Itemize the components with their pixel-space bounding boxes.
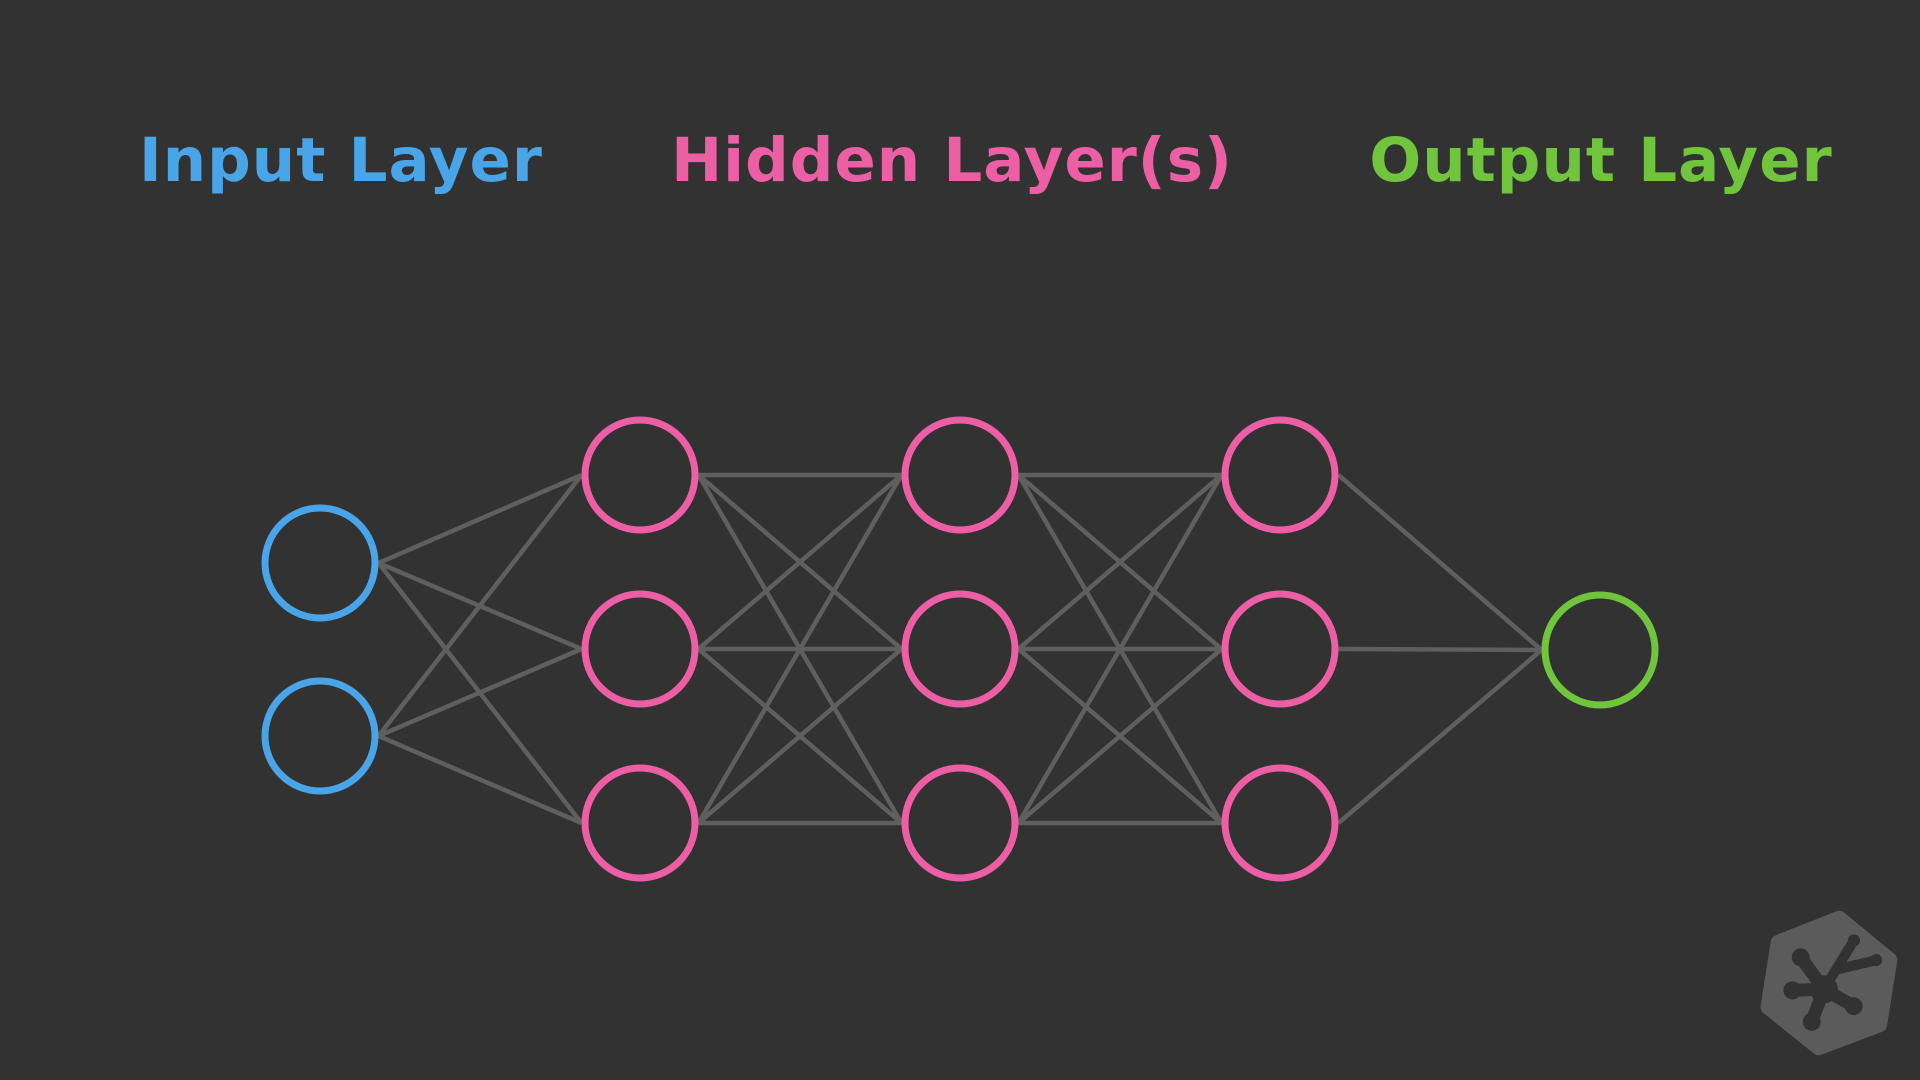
edge-hidden-2-to-hidden-3 [1016, 473, 1224, 825]
edge-hidden-3-to-output [1337, 473, 1543, 652]
node-input-1 [261, 504, 379, 622]
node-output-1 [1541, 591, 1659, 709]
node-hidden-3-2 [1221, 590, 1339, 708]
input-layer-label: Input Layer [139, 125, 543, 196]
node-hidden-1-3 [581, 764, 699, 882]
node-hidden-1-1 [581, 416, 699, 534]
network-nodes [261, 416, 1659, 882]
node-hidden-3-3 [1221, 764, 1339, 882]
edge-input-to-hidden-1 [376, 473, 584, 738]
edge-input-to-hidden-1 [377, 472, 583, 566]
node-hidden-2-3 [901, 764, 1019, 882]
edge-hidden-1-to-hidden-2 [697, 647, 903, 825]
hidden-layer-label: Hidden Layer(s) [671, 125, 1233, 196]
treehouse-logo [1760, 910, 1898, 1056]
edge-hidden-1-to-hidden-2 [697, 473, 903, 651]
edge-hidden-2-to-hidden-3 [1017, 647, 1223, 825]
edge-hidden-3-to-output [1338, 646, 1542, 653]
edge-hidden-1-to-hidden-2 [696, 473, 904, 825]
network-edges [376, 472, 1543, 826]
node-hidden-2-2 [901, 590, 1019, 708]
edge-hidden-2-to-hidden-3 [1017, 473, 1223, 651]
edge-input-to-hidden-1 [377, 646, 583, 739]
edge-hidden-3-to-output [1337, 648, 1543, 825]
logo-footprint-icon [1783, 934, 1883, 1031]
node-hidden-2-1 [901, 416, 1019, 534]
node-hidden-1-2 [581, 590, 699, 708]
edge-input-to-hidden-1 [377, 733, 583, 826]
output-layer-label: Output Layer [1369, 125, 1833, 196]
node-input-2 [261, 677, 379, 795]
node-hidden-3-1 [1221, 416, 1339, 534]
